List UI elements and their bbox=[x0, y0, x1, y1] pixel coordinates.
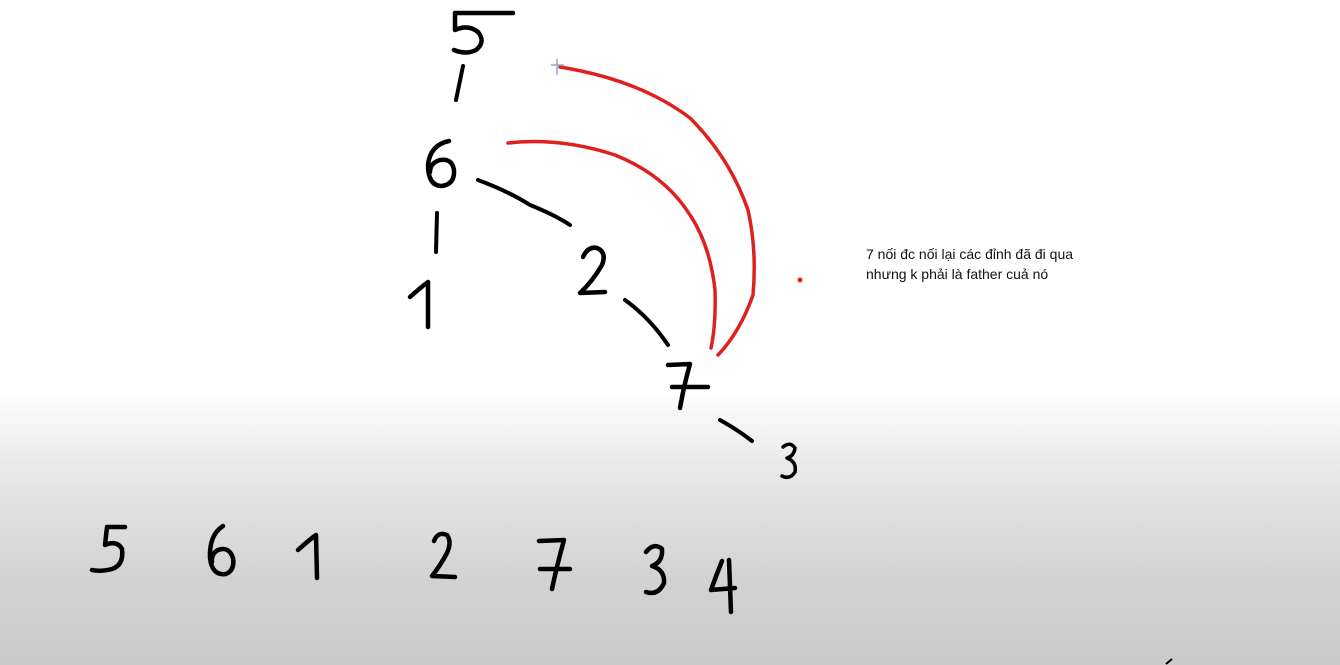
tree-node-6 bbox=[425, 138, 457, 189]
tree-edge-2-7 bbox=[623, 298, 670, 347]
annotation-note: 7 nối đc nối lại các đỉnh đã đi qua nhưn… bbox=[866, 246, 1074, 282]
dfs-order-4 bbox=[708, 557, 738, 615]
red-dot-marker bbox=[797, 277, 803, 283]
tree-node-3 bbox=[780, 442, 798, 480]
dfs-order-1 bbox=[295, 532, 320, 581]
tree-edge-6-1 bbox=[434, 211, 439, 254]
dfs-order-2 bbox=[429, 531, 458, 580]
tree-edge-6-2 bbox=[476, 178, 572, 227]
tree-edge-7-3 bbox=[718, 418, 754, 443]
dfs-order-5 bbox=[89, 524, 128, 574]
cursor-crosshair-icon bbox=[551, 59, 564, 75]
tree-node-5 bbox=[451, 10, 516, 55]
back-edge-7-to-6 bbox=[506, 139, 717, 350]
dfs-order-3 bbox=[643, 543, 667, 596]
tree-edge-5-6 bbox=[454, 64, 465, 102]
dfs-order-6 bbox=[207, 523, 236, 577]
back-edge-7-to-5 bbox=[558, 65, 756, 357]
tree-node-7 bbox=[665, 361, 711, 411]
tree-node-1 bbox=[407, 279, 431, 330]
stray-pen-mark bbox=[1165, 658, 1173, 665]
dfs-order-7 bbox=[536, 537, 573, 592]
dfs-order-row bbox=[89, 523, 738, 615]
tree-node-2 bbox=[577, 245, 608, 296]
